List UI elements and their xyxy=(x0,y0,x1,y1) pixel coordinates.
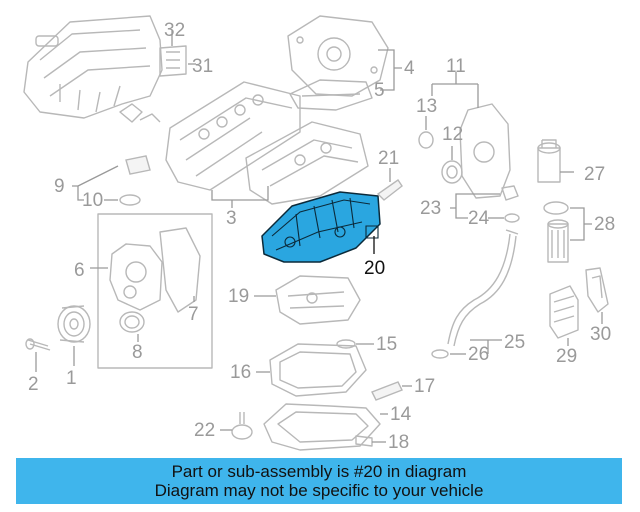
banner-line-2: Diagram may not be specific to your vehi… xyxy=(154,481,484,500)
label-10: 10 xyxy=(82,190,103,211)
oil-pan-gasket[interactable] xyxy=(269,343,367,397)
front-cover[interactable] xyxy=(109,243,163,311)
crankshaft-pulley[interactable] xyxy=(57,305,91,343)
label-25: 25 xyxy=(504,332,525,353)
label-14: 14 xyxy=(390,404,412,425)
label-11: 11 xyxy=(446,56,466,77)
label-15: 15 xyxy=(376,334,397,355)
fitting[interactable] xyxy=(501,185,519,201)
timing-cover-gasket[interactable] xyxy=(289,79,373,111)
manifold-gasket[interactable] xyxy=(159,45,187,77)
front-seal[interactable] xyxy=(119,311,145,333)
label-12: 12 xyxy=(442,124,463,145)
cylinder-head-cover[interactable] xyxy=(245,121,369,205)
label-24: 24 xyxy=(468,208,490,229)
label-8: 8 xyxy=(132,342,143,363)
drain-bolt[interactable] xyxy=(355,435,373,447)
cooler-gasket[interactable] xyxy=(585,267,609,313)
timing-cover-upper[interactable] xyxy=(287,15,389,97)
sealant[interactable] xyxy=(371,381,403,401)
label-7: 7 xyxy=(188,304,199,325)
label-1: 1 xyxy=(66,368,77,389)
dipstick-seal[interactable] xyxy=(431,349,449,359)
label-3: 3 xyxy=(226,208,237,229)
front-cover-gasket[interactable] xyxy=(159,227,201,313)
label-27: 27 xyxy=(584,164,605,185)
label-23: 23 xyxy=(420,198,441,219)
label-30: 30 xyxy=(590,324,611,345)
dipstick-tube[interactable] xyxy=(447,229,519,347)
label-20: 20 xyxy=(364,258,385,279)
label-16: 16 xyxy=(230,362,251,383)
pulley-bolt[interactable] xyxy=(25,338,51,351)
timing-cover-right[interactable] xyxy=(459,103,511,199)
oil-filter-housing[interactable] xyxy=(537,139,561,183)
label-17: 17 xyxy=(414,376,435,397)
fitting-seal[interactable] xyxy=(504,213,520,223)
oil-baffle[interactable] xyxy=(275,275,361,325)
timing-seal[interactable] xyxy=(441,160,463,184)
cylinder-head[interactable] xyxy=(165,81,301,191)
label-22: 22 xyxy=(194,420,215,441)
label-4: 4 xyxy=(404,58,415,79)
banner-line-1: Part or sub-assembly is #20 in diagram xyxy=(171,462,467,481)
oil-cooler[interactable] xyxy=(549,285,579,339)
info-banner: Part or sub-assembly is #20 in diagram D… xyxy=(16,458,622,504)
label-28: 28 xyxy=(594,214,615,235)
filter-seal[interactable] xyxy=(543,201,569,215)
label-21: 21 xyxy=(378,148,399,169)
oil-level-sensor[interactable] xyxy=(231,412,253,440)
intake-manifold[interactable] xyxy=(23,15,163,123)
drain-plug-seal[interactable] xyxy=(336,339,356,349)
label-2: 2 xyxy=(28,374,39,395)
label-31: 31 xyxy=(192,56,213,77)
cap-seal[interactable] xyxy=(119,194,141,206)
label-9: 9 xyxy=(54,176,65,197)
parts-diagram: 32 31 4 5 11 13 12 21 9 10 3 23 24 27 28… xyxy=(23,15,615,453)
label-19: 19 xyxy=(228,286,249,307)
timing-plug[interactable] xyxy=(418,131,434,149)
oil-pan-lower[interactable] xyxy=(263,403,381,451)
label-13: 13 xyxy=(416,96,437,117)
filter-element[interactable] xyxy=(547,219,569,263)
label-5: 5 xyxy=(374,80,385,101)
label-32: 32 xyxy=(164,20,185,41)
label-26: 26 xyxy=(468,344,489,365)
label-6: 6 xyxy=(74,260,85,281)
label-18: 18 xyxy=(388,432,409,453)
highlighted-part-20[interactable] xyxy=(261,191,381,263)
label-29: 29 xyxy=(556,346,577,367)
front-cover-group xyxy=(97,213,213,369)
oil-cap[interactable] xyxy=(125,155,151,175)
bracket[interactable] xyxy=(376,179,403,201)
